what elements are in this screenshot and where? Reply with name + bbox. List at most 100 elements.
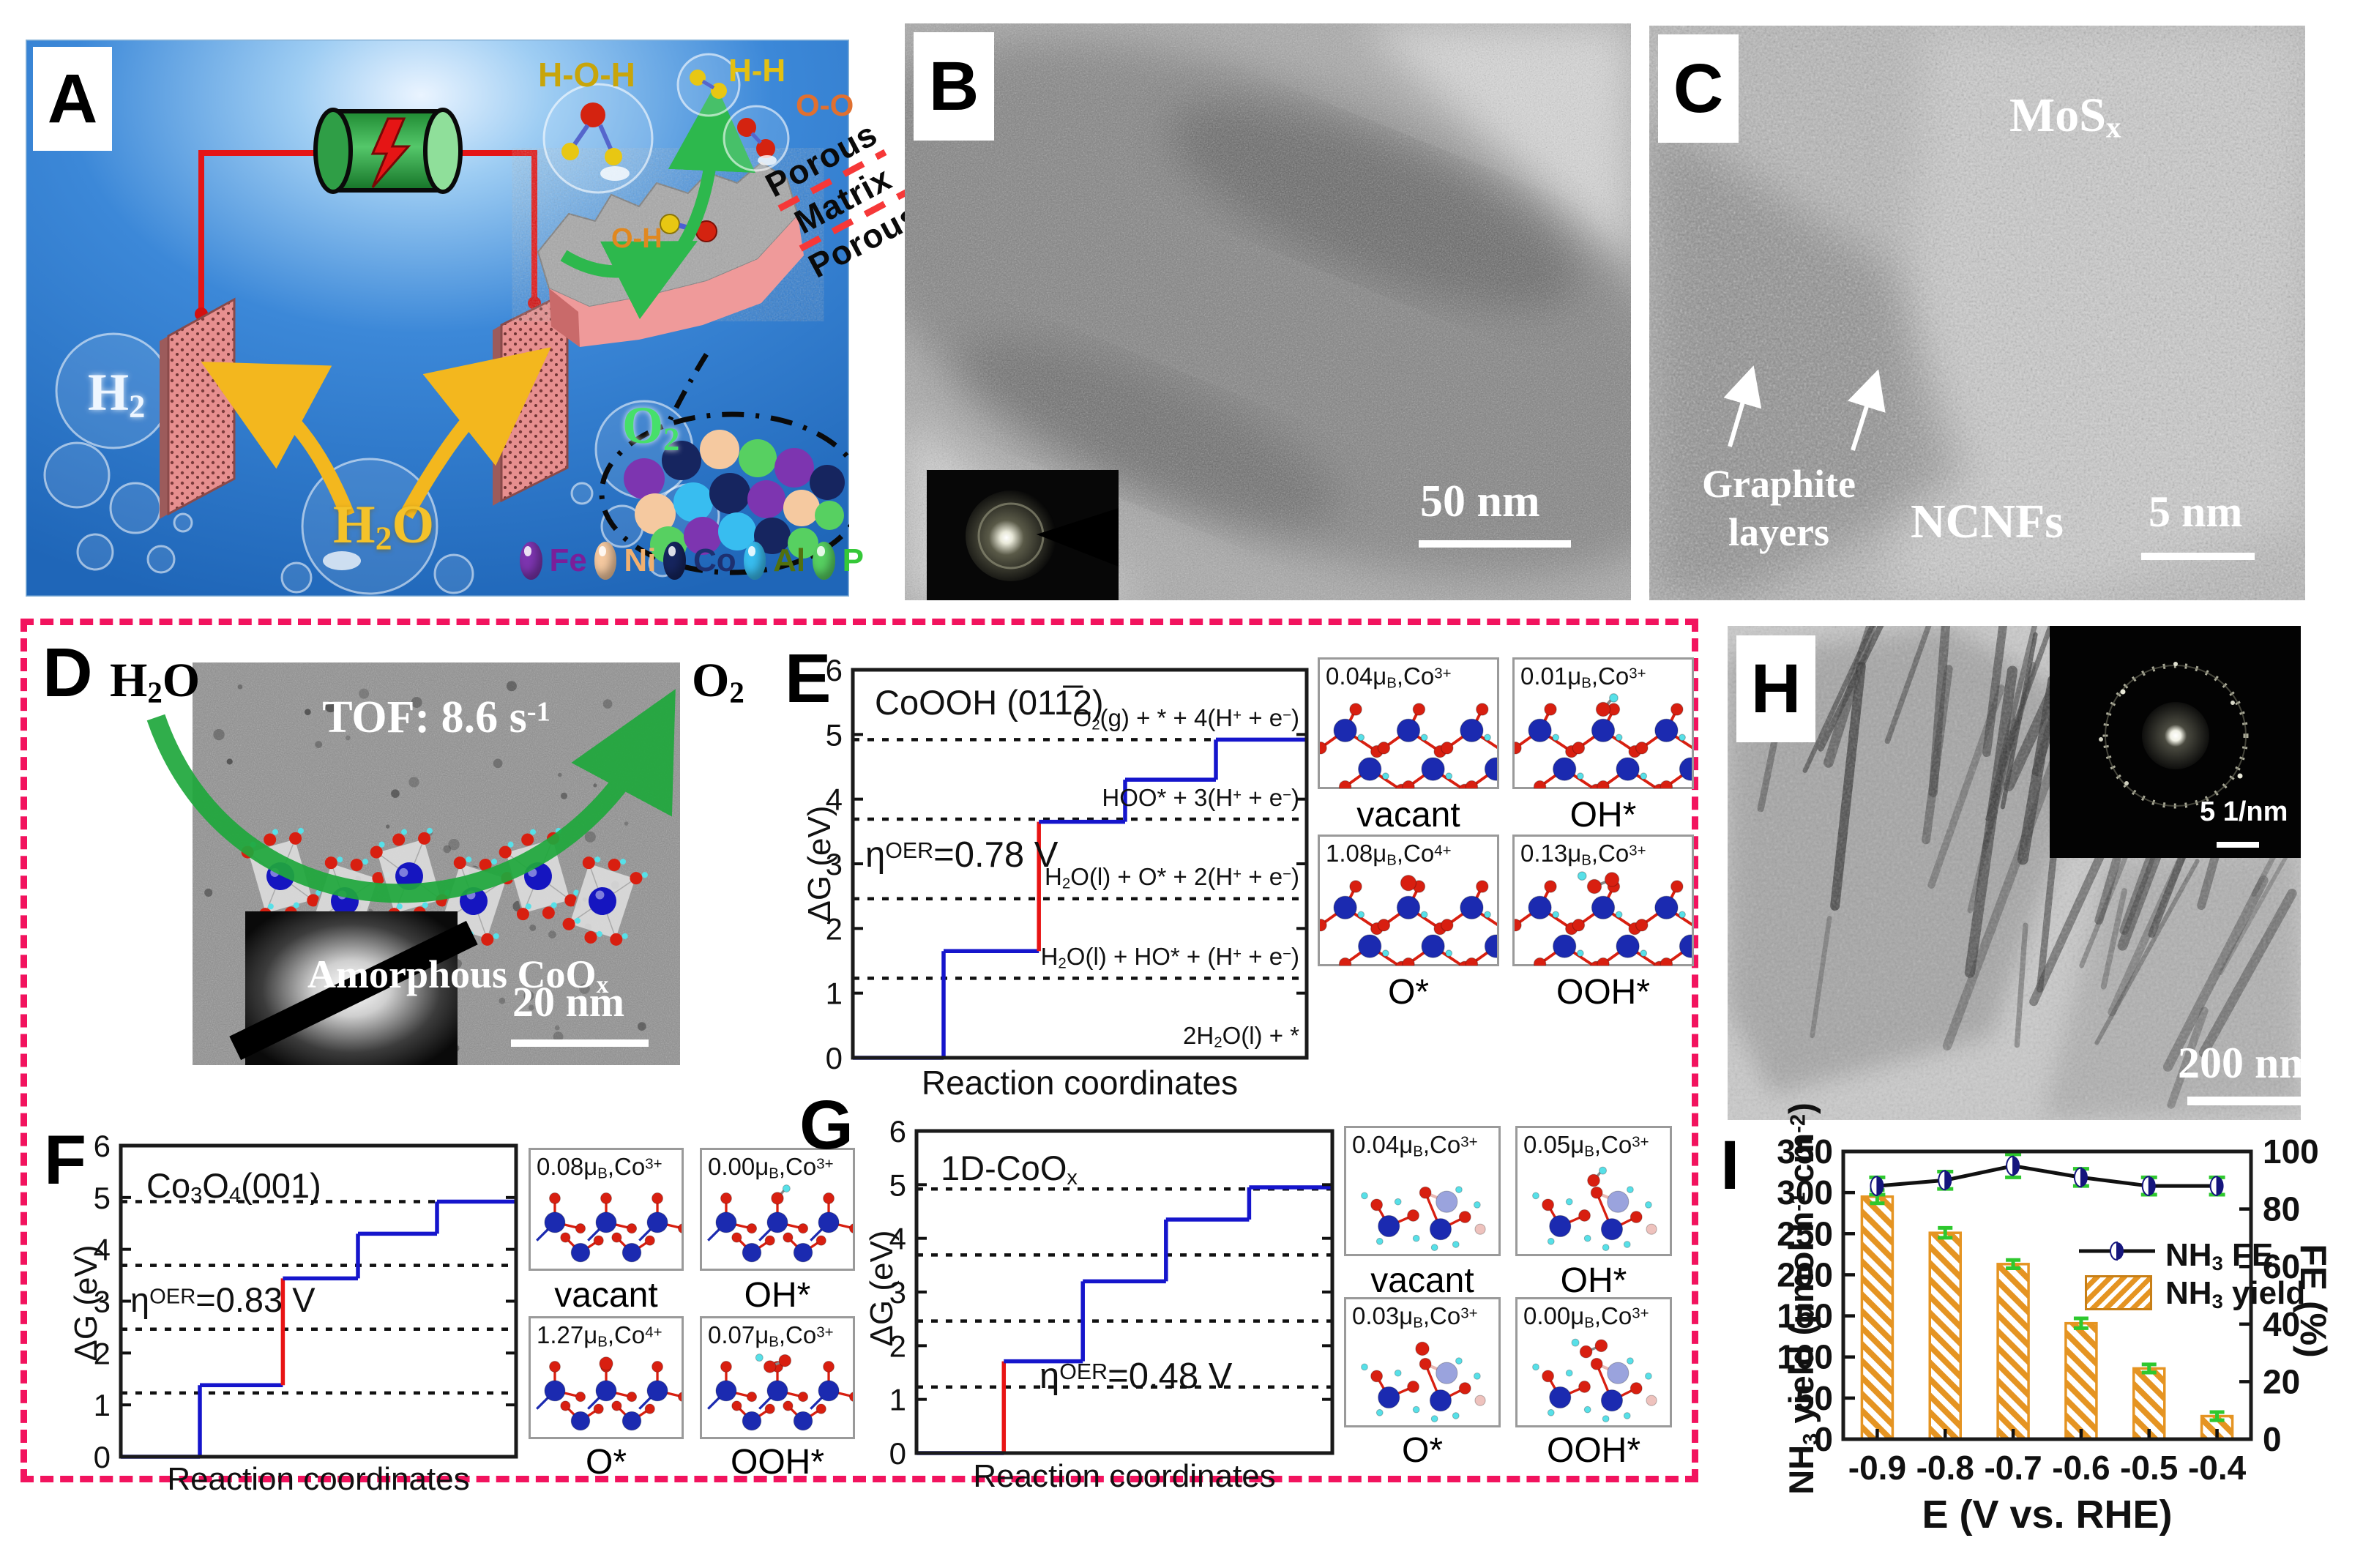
svg-text:250: 250 bbox=[1777, 1214, 1833, 1252]
e-moment-o: 1.08μB,Co4+ bbox=[1326, 840, 1452, 869]
panel-b-label: B bbox=[928, 47, 979, 125]
mosx-label: MoSx bbox=[2009, 89, 2121, 144]
g-structure-oh: 0.05μB,Co3+ bbox=[1515, 1126, 1672, 1256]
g-moment-vacant: 0.04μB,Co3+ bbox=[1352, 1131, 1478, 1160]
svg-text:-0.7: -0.7 bbox=[1984, 1449, 2042, 1487]
g-moment-ooh: 0.00μB,Co3+ bbox=[1523, 1302, 1649, 1332]
e-moment-ooh: 0.13μB,Co3+ bbox=[1520, 840, 1646, 869]
svg-text:1: 1 bbox=[94, 1388, 111, 1422]
saed-inset-d bbox=[229, 911, 478, 1065]
g-ylabel: ΔG (eV) bbox=[864, 1230, 900, 1347]
svg-text:6: 6 bbox=[94, 1129, 111, 1163]
f-structure-vacant: 0.08μB,Co3+ bbox=[529, 1148, 684, 1271]
lattice-art bbox=[1532, 1338, 1657, 1423]
f-xlabel: Reaction coordinates bbox=[167, 1461, 470, 1497]
i-legend-fe: NH3 FE bbox=[2165, 1237, 2274, 1274]
svg-text:3: 3 bbox=[889, 1275, 906, 1310]
svg-text:0: 0 bbox=[826, 1041, 843, 1075]
element-legend: Fe Ni Co Al P bbox=[520, 542, 864, 580]
e-structure-o: 1.08μB,Co4+ bbox=[1318, 835, 1499, 966]
e-xlabel: Reaction coordinates bbox=[921, 1064, 1239, 1102]
e-structure-vacant: 0.04μB,Co3+ bbox=[1318, 657, 1499, 789]
yield-legend-swatch bbox=[2085, 1275, 2152, 1310]
power-source-icon bbox=[313, 108, 463, 194]
water-feed-arrows bbox=[201, 347, 551, 519]
saed-inset-h bbox=[2050, 626, 2301, 858]
scalebar-b bbox=[1419, 540, 1571, 548]
svg-text:4: 4 bbox=[889, 1222, 906, 1256]
e-moment-oh: 0.01μB,Co3+ bbox=[1520, 662, 1646, 692]
svg-text:-0.9: -0.9 bbox=[1848, 1449, 1906, 1487]
lattice-art bbox=[1361, 1341, 1486, 1423]
svg-text:100: 100 bbox=[1777, 1338, 1833, 1376]
svg-text:3: 3 bbox=[826, 847, 843, 881]
h2o-label: H2O bbox=[333, 495, 435, 557]
g-structure-vacant: 0.04μB,Co3+ bbox=[1344, 1126, 1501, 1256]
e-ylabel: ΔG (eV) bbox=[802, 805, 837, 922]
svg-text:200: 200 bbox=[1777, 1255, 1833, 1293]
panel-b-label-box: B bbox=[914, 32, 994, 141]
e-level-ho: H2O(l) + HO* + (H+ + e−) bbox=[1040, 943, 1299, 972]
lattice-art bbox=[1320, 703, 1497, 788]
panel-a-label: A bbox=[47, 59, 98, 138]
svg-text:-0.5: -0.5 bbox=[2120, 1449, 2178, 1487]
svg-text:60: 60 bbox=[2263, 1247, 2300, 1285]
graphite-layers-label-1: Graphite bbox=[1702, 462, 1856, 506]
porous-matrix-illustration bbox=[537, 83, 804, 347]
d-h2o-label: H2O bbox=[110, 654, 201, 709]
graphite-arrows bbox=[1723, 365, 1886, 451]
scalebar-c-text: 5 nm bbox=[2149, 488, 2243, 536]
molecule-bubbles bbox=[542, 53, 790, 194]
wires bbox=[198, 150, 537, 314]
panel-f-label: F bbox=[44, 1121, 87, 1199]
e-level-o2: O2(g) + * + 4(H+ + e−) bbox=[1072, 704, 1299, 733]
e-title: CoOOH (011̅2) bbox=[875, 683, 1104, 722]
i-ylabel-left: NH3 yield (μmol h-1 cm-2) bbox=[1782, 1102, 1823, 1495]
tem-image-d bbox=[193, 662, 680, 1065]
e-level-hoo: HOO* + 3(H+ + e−) bbox=[1102, 784, 1299, 811]
saed-inset-b bbox=[927, 470, 1119, 600]
svg-text:-0.6: -0.6 bbox=[2052, 1449, 2110, 1487]
svg-text:100: 100 bbox=[2263, 1132, 2319, 1171]
svg-text:1: 1 bbox=[889, 1383, 906, 1417]
o-h-label: O-H bbox=[611, 223, 662, 254]
i-xlabel: E (V vs. RHE) bbox=[1922, 1493, 2173, 1537]
svg-text:6: 6 bbox=[889, 1114, 906, 1149]
scalebar-h-text: 200 nm bbox=[2178, 1039, 2316, 1087]
panel-g-label: G bbox=[799, 1086, 854, 1164]
ncnfs-label: NCNFs bbox=[1911, 495, 2064, 548]
legend-ni: Ni bbox=[624, 542, 657, 578]
g-caption-o: O* bbox=[1401, 1431, 1443, 1470]
f-moment-vacant: 0.08μB,Co3+ bbox=[537, 1153, 662, 1182]
lattice-art bbox=[1515, 871, 1692, 966]
i-legend-yield: NH3 yield bbox=[2165, 1275, 2306, 1313]
svg-text:-0.4: -0.4 bbox=[2188, 1449, 2247, 1487]
e-level-2h2o: 2H2O(l) + * bbox=[1183, 1022, 1299, 1051]
scalebar-b-text: 50 nm bbox=[1420, 477, 1540, 526]
p-sphere-icon bbox=[813, 542, 835, 580]
lattice-art bbox=[1361, 1186, 1486, 1252]
f-overpotential: ηOER=0.83 V bbox=[130, 1280, 316, 1319]
svg-text:5: 5 bbox=[94, 1181, 111, 1215]
f-caption-vacant: vacant bbox=[554, 1276, 658, 1315]
g-caption-oh: OH* bbox=[1560, 1261, 1627, 1300]
legend-fe: Fe bbox=[549, 542, 587, 578]
panel-e-label: E bbox=[785, 640, 832, 717]
g-caption-vacant: vacant bbox=[1370, 1261, 1474, 1300]
f-ylabel: ΔG (eV) bbox=[68, 1244, 104, 1362]
panel-c-label-box: C bbox=[1658, 34, 1739, 143]
h-o-h-label: H-O-H bbox=[538, 56, 635, 94]
lattice-art bbox=[707, 1354, 853, 1431]
tof-label: TOF: 8.6 s-1 bbox=[322, 692, 550, 742]
lattice-art bbox=[1320, 875, 1497, 966]
legend-al: Al bbox=[773, 542, 806, 578]
f-caption-ooh: OOH* bbox=[730, 1443, 824, 1482]
e-structure-ooh: 0.13μB,Co3+ bbox=[1512, 835, 1694, 966]
svg-text:4: 4 bbox=[826, 783, 843, 817]
g-moment-o: 0.03μB,Co3+ bbox=[1352, 1302, 1478, 1332]
f-moment-o: 1.27μB,Co4+ bbox=[537, 1321, 662, 1351]
lattice-art bbox=[1532, 1166, 1657, 1252]
svg-text:350: 350 bbox=[1777, 1132, 1833, 1171]
panel-h-label: H bbox=[1750, 649, 1802, 728]
